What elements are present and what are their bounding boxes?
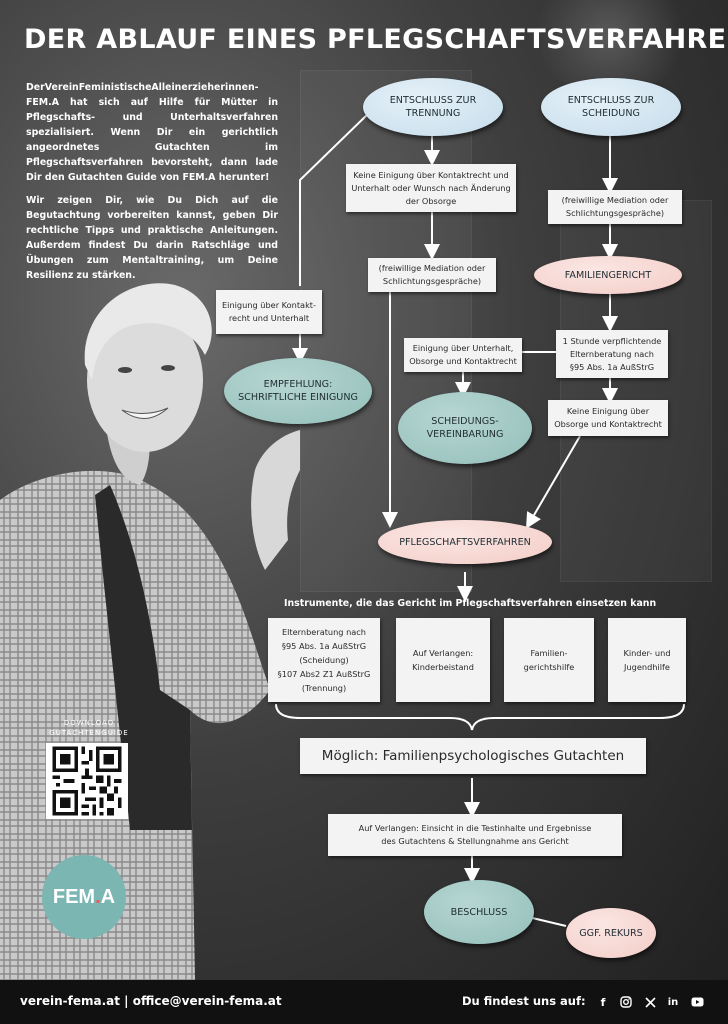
instrument-line: Jugendhilfe bbox=[624, 662, 670, 672]
instrument-familiengerichtshilfe: Familien- gerichtshilfe bbox=[504, 618, 594, 702]
node-pflegschaftsverfahren: PFLEGSCHAFTSVERFAHREN bbox=[378, 520, 552, 564]
instrument-line: Kinderbeistand bbox=[412, 662, 474, 672]
box-line: Keine Einigung über Kontaktrecht und bbox=[353, 169, 509, 180]
box-einigung-kontaktrecht: Einigung über Kontakt- recht und Unterha… bbox=[216, 290, 322, 334]
node-line: VEREINBARUNG bbox=[426, 429, 504, 440]
box-line: Einigung über Kontakt- bbox=[222, 300, 316, 310]
box-line: Obsorge und Kontaktrecht bbox=[409, 356, 517, 366]
intro-paragraph-2: Wir zeigen Dir, wie Du Dich auf die Begu… bbox=[26, 195, 278, 281]
page-title: DER ABLAUF EINES PFLEGSCHAFTSVERFAHRENS bbox=[24, 24, 728, 55]
box-line: des Gutachtens & Stellungnahme ans Geric… bbox=[381, 836, 569, 846]
facebook-icon[interactable]: f bbox=[600, 995, 606, 1009]
box-line: Einigung über Unterhalt, bbox=[412, 343, 514, 353]
node-entschluss-scheidung: ENTSCHLUSS ZUR SCHEIDUNG bbox=[541, 78, 681, 136]
node-line: TRENNUNG bbox=[405, 108, 461, 119]
instrument-line: §95 Abs. 1a AußStrG bbox=[281, 641, 367, 651]
x-icon[interactable] bbox=[643, 995, 657, 1009]
box-line: Elternberatung nach bbox=[569, 348, 654, 359]
download-line: GUTACHTENGUIDE bbox=[49, 729, 129, 737]
node-line: SCHEIDUNG bbox=[582, 108, 640, 119]
node-line: FAMILIENGERICHT bbox=[564, 269, 652, 281]
node-line: GGF. REKURS bbox=[579, 927, 643, 939]
box-elternberatung: 1 Stunde verpflichtende Elternberatung n… bbox=[556, 330, 668, 378]
box-keine-einigung-2: Keine Einigung über Obsorge und Kontaktr… bbox=[548, 400, 668, 436]
box-line: 1 Stunde verpflichtende bbox=[562, 335, 662, 346]
footer: verein-fema.at | office@verein-fema.at D… bbox=[0, 980, 728, 1024]
qr-code-icon[interactable] bbox=[46, 743, 128, 819]
box-einsicht: Auf Verlangen: Einsicht in die Testinhal… bbox=[328, 814, 622, 856]
background-panel bbox=[300, 70, 472, 592]
box-line: §95 Abs. 1a AußStrG bbox=[569, 361, 655, 372]
node-familiengericht: FAMILIENGERICHT bbox=[534, 256, 682, 294]
box-line: Schlichtungsgespräche) bbox=[382, 276, 482, 286]
box-line: (freiwillige Mediation oder bbox=[378, 263, 486, 273]
download-label: DOWNLOAD GUTACHTENGUIDE bbox=[46, 718, 132, 738]
box-line: Auf Verlangen: Einsicht in die Testinhal… bbox=[358, 823, 592, 833]
node-line: EMPFEHLUNG: bbox=[263, 379, 333, 390]
node-empfehlung: EMPFEHLUNG: SCHRIFTLICHE EINIGUNG bbox=[224, 358, 372, 424]
box-einigung-obsorge: Einigung über Unterhalt, Obsorge und Kon… bbox=[404, 338, 522, 372]
background-light bbox=[520, 0, 700, 90]
node-beschluss: BESCHLUSS bbox=[424, 880, 534, 944]
youtube-icon[interactable] bbox=[690, 995, 704, 1009]
box-line: Unterhalt oder Wunsch nach Änderung bbox=[351, 182, 511, 193]
instrument-line: gerichtshilfe bbox=[523, 662, 575, 672]
instrument-line: Kinder- und bbox=[623, 648, 671, 658]
node-rekurs: GGF. REKURS bbox=[566, 908, 656, 958]
logo-text: A bbox=[100, 885, 116, 908]
node-line: SCHEIDUNGS- bbox=[431, 416, 499, 427]
instrument-line: (Trennung) bbox=[301, 683, 347, 693]
node-line: ENTSCHLUSS ZUR bbox=[389, 95, 477, 106]
instagram-icon[interactable] bbox=[619, 995, 633, 1009]
footer-find-us: Du findest uns auf: bbox=[462, 994, 586, 1008]
node-line: ENTSCHLUSS ZUR bbox=[567, 95, 655, 106]
instrument-elternberatung: Elternberatung nach §95 Abs. 1a AußStrG … bbox=[268, 618, 380, 702]
node-line: PFLEGSCHAFTSVERFAHREN bbox=[399, 536, 531, 548]
intro-paragraph-1: DerVereinFeministischeAlleinerzieherinne… bbox=[26, 82, 278, 183]
box-line: (freiwillige Mediation oder bbox=[561, 195, 669, 205]
logo-text: FEM bbox=[52, 885, 96, 908]
box-keine-einigung-1: Keine Einigung über Kontaktrecht und Unt… bbox=[346, 164, 516, 212]
instrument-line: Auf Verlangen: bbox=[412, 648, 474, 658]
node-entschluss-trennung: ENTSCHLUSS ZUR TRENNUNG bbox=[363, 78, 503, 136]
box-gutachten: Möglich: Familienpsychologisches Gutacht… bbox=[300, 738, 646, 774]
instrument-line: §107 Abs2 Z1 AußStrG bbox=[277, 669, 371, 679]
person-photo bbox=[0, 283, 300, 980]
box-line: Obsorge und Kontaktrecht bbox=[554, 419, 662, 429]
box-line: Schlichtungsgespräche) bbox=[565, 208, 665, 218]
instrument-kinderbeistand: Auf Verlangen: Kinderbeistand bbox=[396, 618, 490, 702]
box-mediation-trennung: (freiwillige Mediation oder Schlichtungs… bbox=[368, 258, 496, 292]
linkedin-icon[interactable]: in bbox=[667, 996, 679, 1008]
node-scheidungsvereinbarung: SCHEIDUNGS- VEREINBARUNG bbox=[398, 392, 532, 464]
box-mediation-scheidung: (freiwillige Mediation oder Schlichtungs… bbox=[548, 190, 682, 224]
instrument-line: Familien- bbox=[530, 648, 568, 658]
instrument-line: (Scheidung) bbox=[299, 655, 349, 665]
instruments-heading: Instrumente, die das Gericht im Pflegsch… bbox=[284, 598, 657, 609]
box-line: recht und Unterhalt bbox=[228, 313, 310, 323]
download-line: DOWNLOAD bbox=[63, 719, 115, 727]
fema-logo: FEM.A bbox=[42, 855, 126, 939]
logo-dot: . bbox=[95, 885, 101, 908]
box-line: Keine Einigung über bbox=[566, 406, 650, 416]
footer-contact[interactable]: verein-fema.at | office@verein-fema.at bbox=[20, 994, 282, 1008]
instrument-line: Elternberatung nach bbox=[281, 627, 366, 637]
box-line: der Obsorge bbox=[405, 195, 457, 206]
node-line: BESCHLUSS bbox=[450, 906, 508, 918]
instrument-jugendhilfe: Kinder- und Jugendhilfe bbox=[608, 618, 686, 702]
node-line: SCHRIFTLICHE EINIGUNG bbox=[238, 392, 358, 403]
